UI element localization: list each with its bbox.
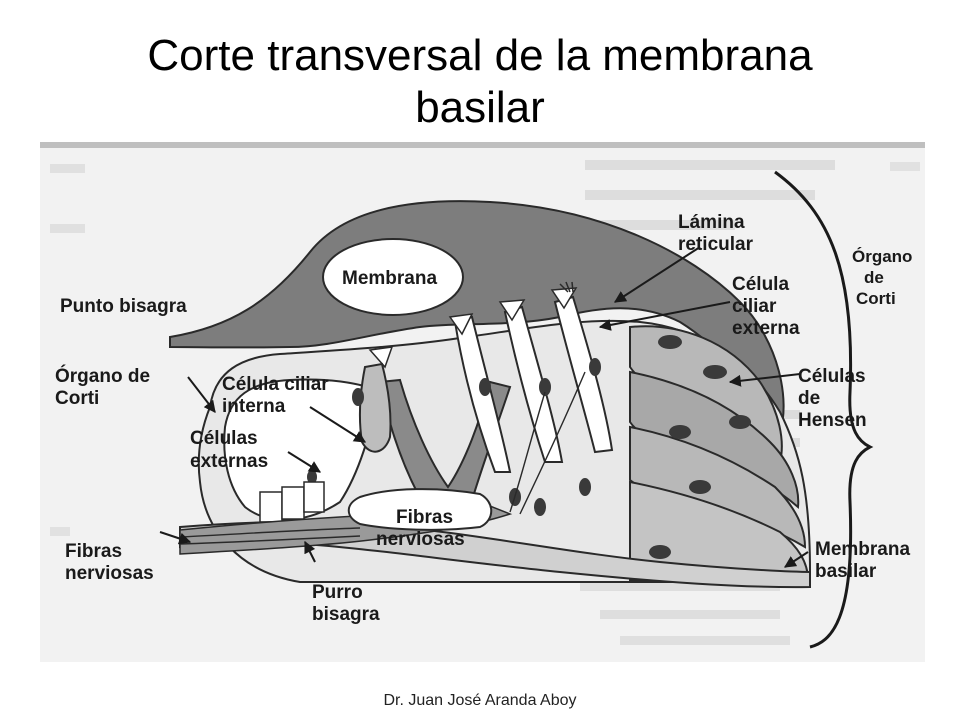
nerve-fiber-strands xyxy=(179,371,586,545)
label-membrana-basilar-2: basilar xyxy=(815,561,877,582)
label-membrana-basilar-1: Membrana xyxy=(815,539,910,560)
label-celula-ciliar-interna-1: Célula ciliar xyxy=(222,374,329,395)
cell-nuclei xyxy=(307,335,751,559)
tunnel-of-corti xyxy=(378,378,512,508)
leader-lines xyxy=(159,246,809,568)
label-celula-ciliar-externa-1: Célula xyxy=(732,274,789,295)
cochlea-diagram: Membrana Punto bisagra Órgano de Corti C… xyxy=(40,142,925,662)
label-organo-corti-right-3: Corti xyxy=(856,289,896,308)
cochlea-cross-section-figure: Membrana Punto bisagra Órgano de Corti C… xyxy=(40,142,925,662)
label-fibras-nerviosas-left-1: Fibras xyxy=(65,541,122,562)
label-organo-corti-right-2: de xyxy=(864,268,884,287)
label-celula-ciliar-externa-2: ciliar xyxy=(732,296,777,317)
nerve-fibers-center-patch xyxy=(347,488,493,531)
inner-hair-cell xyxy=(358,362,392,453)
label-fibras-nerviosas-center-1: Fibras xyxy=(396,507,453,528)
inner-border-cells xyxy=(259,481,325,523)
label-lamina-reticular-1: Lámina xyxy=(678,212,745,233)
label-celulas-hensen-3: Hensen xyxy=(798,410,867,431)
membrana-hole xyxy=(322,238,464,316)
label-organo-corti-left-1: Órgano de xyxy=(55,365,150,387)
label-fibras-nerviosas-center-2: nerviosas xyxy=(376,529,465,550)
label-organo-corti-right-1: Órgano xyxy=(852,247,912,266)
label-lamina-reticular-2: reticular xyxy=(678,234,754,255)
label-purro-bisagra-2: bisagra xyxy=(312,604,380,625)
label-membrana: Membrana xyxy=(342,268,437,289)
label-fibras-nerviosas-left-2: nerviosas xyxy=(65,563,154,584)
inner-sulcus xyxy=(223,378,382,521)
label-celulas-hensen-1: Células xyxy=(798,366,866,387)
label-celulas-hensen-2: de xyxy=(798,388,820,409)
footer-author: Dr. Juan José Aranda Aboy xyxy=(383,692,577,709)
label-organo-corti-left-2: Corti xyxy=(55,388,99,409)
label-purro-bisagra-1: Purro xyxy=(312,582,363,603)
organ-of-corti-bracket xyxy=(774,170,874,649)
slide-title: Corte transversal de la membrana basilar xyxy=(40,30,920,134)
label-celulas-externas-1: Células xyxy=(190,428,258,449)
slide-title-line-1: Corte transversal de la membrana xyxy=(147,31,813,80)
label-celula-ciliar-interna-2: interna xyxy=(222,396,286,417)
label-celula-ciliar-externa-3: externa xyxy=(732,318,800,339)
paper-top-edge xyxy=(40,142,925,148)
slide-title-line-2: basilar xyxy=(415,83,545,132)
label-celulas-externas-2: externas xyxy=(190,451,268,472)
label-punto-bisagra: Punto bisagra xyxy=(60,296,187,317)
stereocilia xyxy=(368,281,578,369)
